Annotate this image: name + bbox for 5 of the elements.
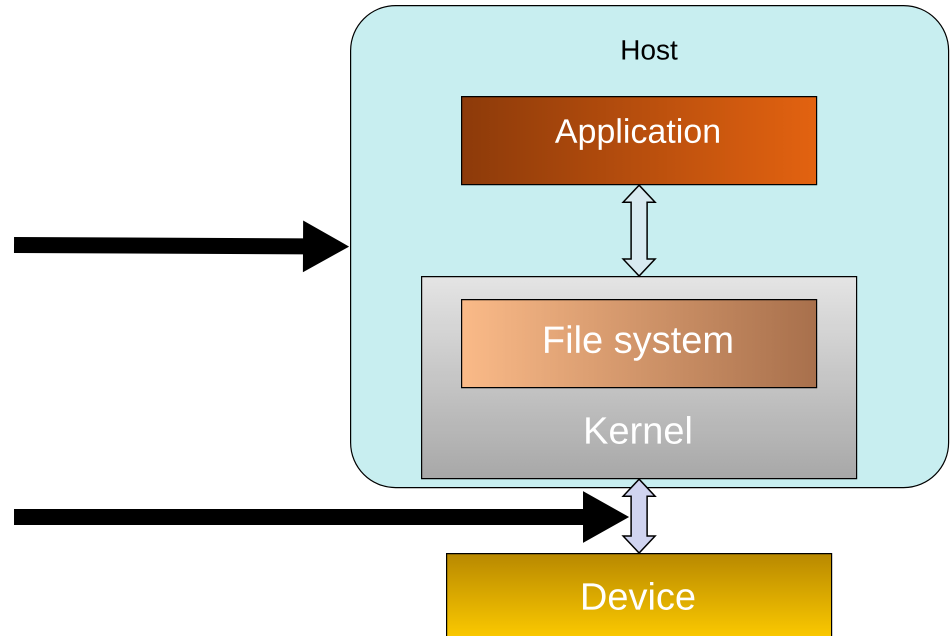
device-box: Device (446, 553, 832, 636)
application-box: Application (461, 96, 818, 186)
double-arrow (621, 478, 657, 554)
file-system-box: File system (461, 299, 818, 388)
double-arrow (621, 184, 657, 278)
